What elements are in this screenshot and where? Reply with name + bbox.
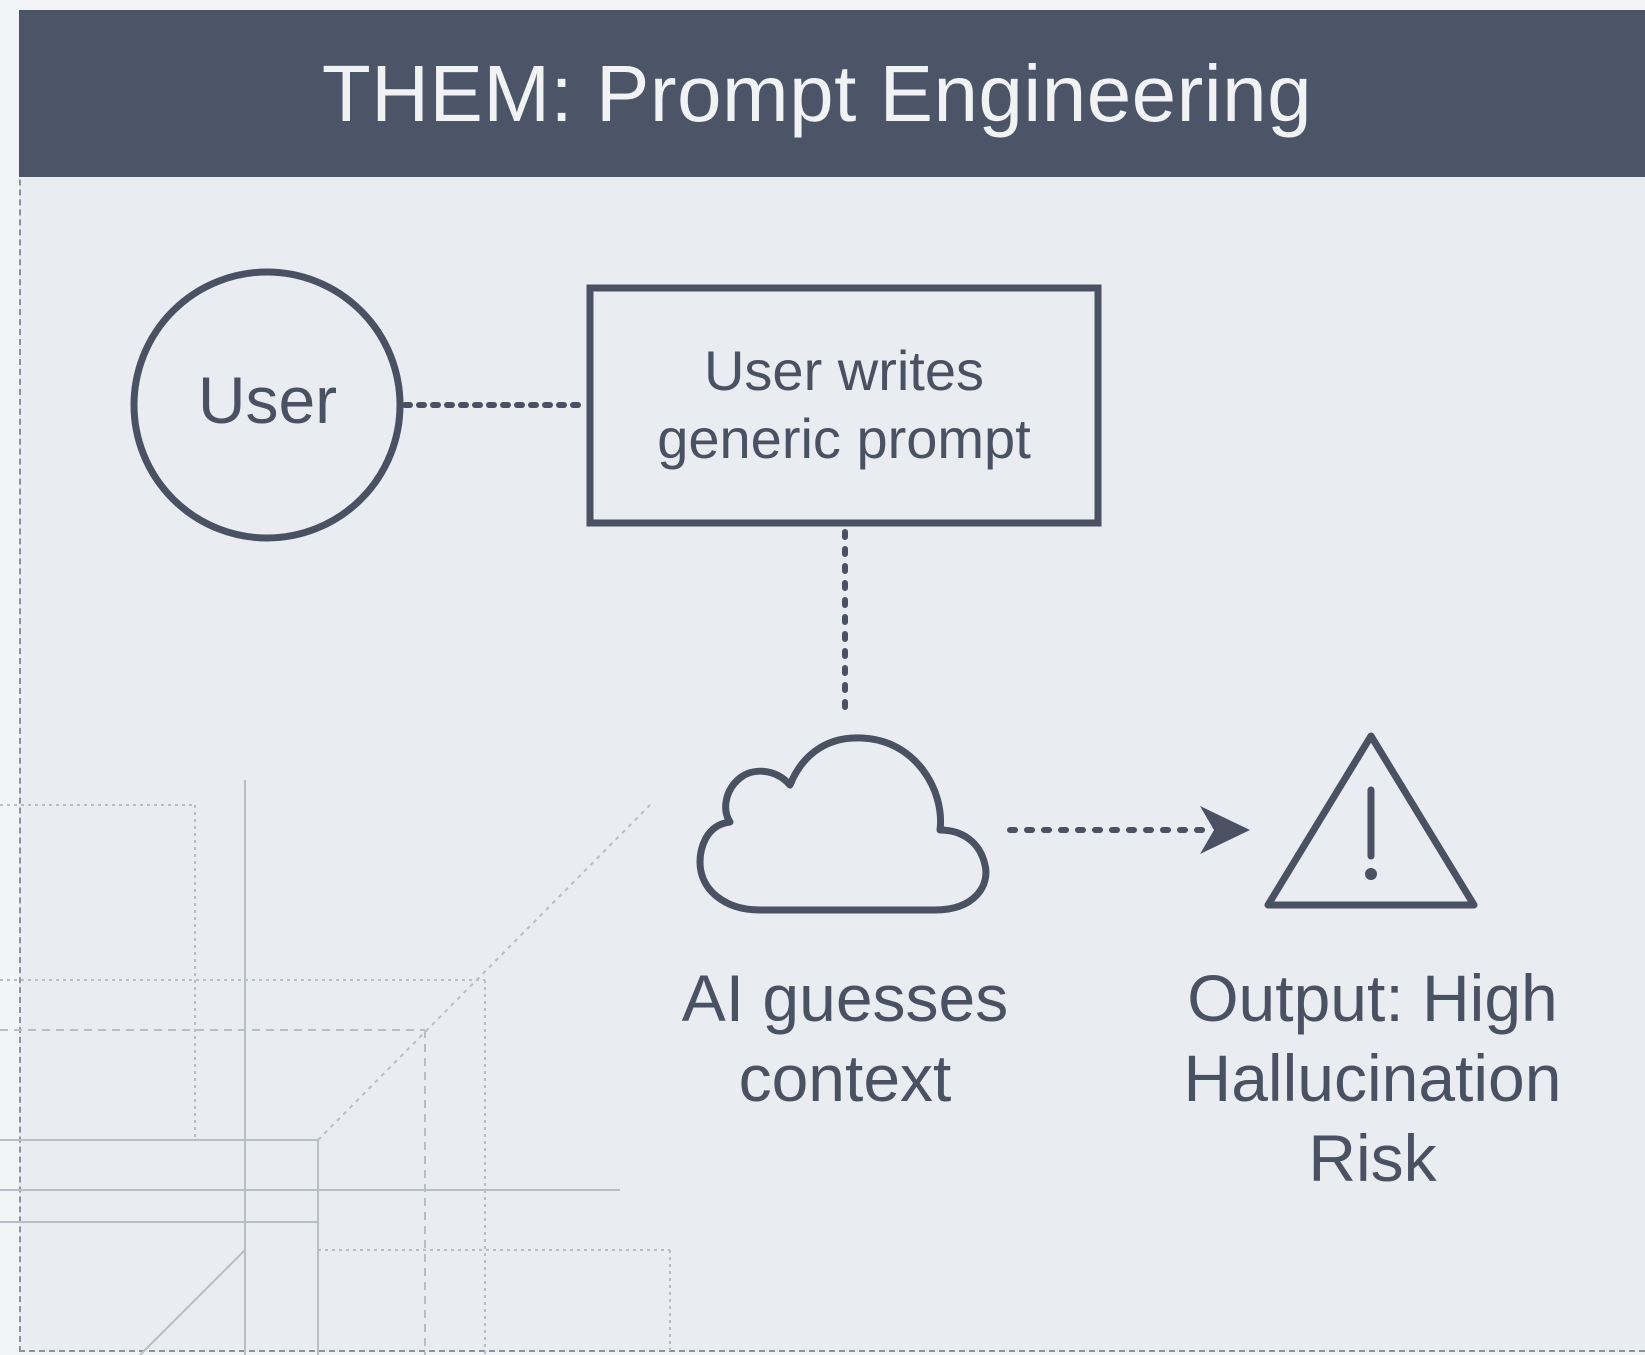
prompt-label-line-1: User writes [703, 339, 985, 402]
page-title: THEM: Prompt Engineering [321, 48, 1313, 138]
output-label-line-2: Hallucination [1183, 1041, 1562, 1115]
user-node-circle [130, 268, 404, 542]
ai-label-line-1: AI guesses [681, 961, 1009, 1035]
ai-node-label: AI guesses context [640, 958, 1050, 1118]
prompt-node-box [586, 284, 1102, 527]
warning-triangle-icon [1264, 732, 1478, 909]
output-label-line-3: Risk [1308, 1121, 1437, 1195]
user-node-label: User [130, 365, 405, 435]
arrowhead [1200, 806, 1250, 854]
user-label-text: User [197, 363, 338, 437]
background-lines [0, 780, 671, 1355]
ai-label-line-2: context [738, 1041, 952, 1115]
diagram-panel [19, 10, 1645, 1352]
output-node-label: Output: High Hallucination Risk [1140, 958, 1605, 1198]
cloud-icon [696, 734, 990, 914]
prompt-label-line-2: generic prompt [657, 407, 1031, 470]
header-bar: THEM: Prompt Engineering [19, 10, 1645, 177]
prompt-node-label: User writes generic prompt [590, 337, 1098, 473]
output-label-line-1: Output: High [1187, 961, 1558, 1035]
